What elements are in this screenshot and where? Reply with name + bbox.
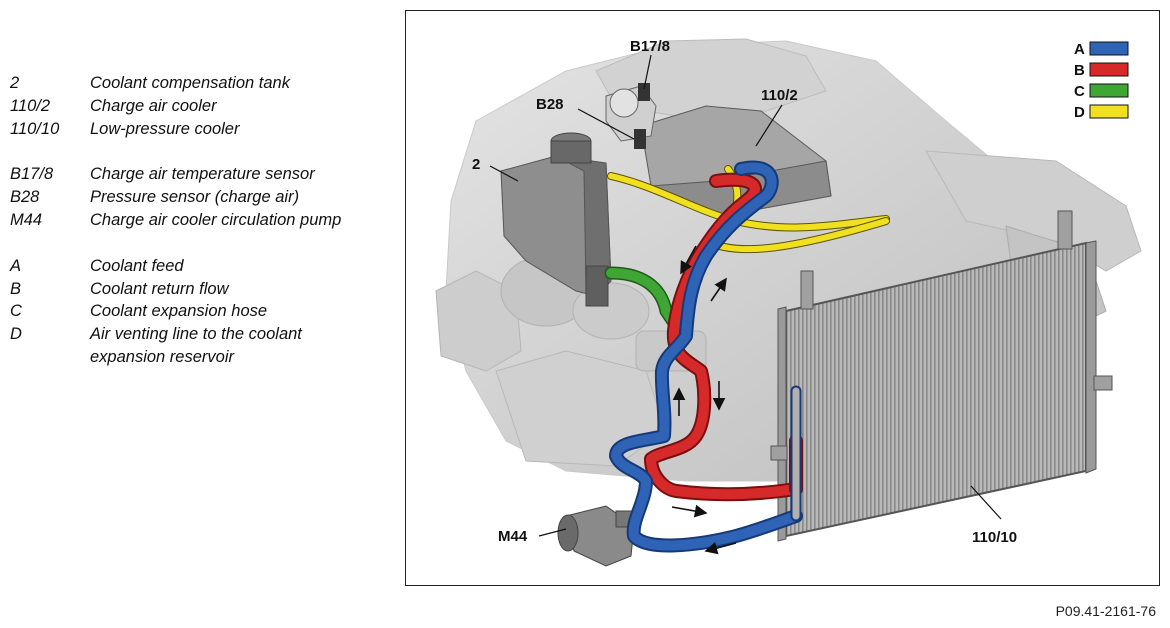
color-key: A B C D bbox=[1074, 41, 1129, 121]
legend-code: A bbox=[10, 256, 22, 275]
key-letter: C bbox=[1074, 83, 1085, 100]
key-swatch-d bbox=[1089, 104, 1129, 119]
legend-desc: Charge air cooler bbox=[90, 96, 217, 115]
legend-desc: Low-pressure cooler bbox=[90, 119, 240, 138]
low-pressure-cooler bbox=[770, 210, 1113, 542]
legend-code: B bbox=[10, 279, 22, 298]
flow-arrows bbox=[671, 245, 737, 555]
legend-desc: Coolant feed bbox=[90, 256, 184, 275]
legend-code: 110/10 bbox=[10, 119, 60, 138]
legend-desc: Pressure sensor (charge air) bbox=[90, 188, 300, 207]
legend-row: C Coolant expansion hose bbox=[10, 300, 370, 323]
legend-desc: Charge air temperature sensor bbox=[90, 165, 315, 184]
legend-code: C bbox=[10, 302, 22, 321]
legend-code: 2 bbox=[10, 74, 20, 92]
key-swatch-a bbox=[1089, 41, 1129, 56]
key-swatch-c bbox=[1089, 83, 1129, 98]
callout-tank: 2 bbox=[472, 156, 480, 173]
coolant-compensation-tank bbox=[500, 132, 612, 307]
legend-code: 110/2 bbox=[10, 96, 51, 115]
callout-b17-8: B17/8 bbox=[630, 38, 670, 55]
legend-row: A Coolant feed bbox=[10, 255, 370, 278]
legend-desc: Charge air cooler circulation pump bbox=[90, 210, 342, 229]
key-letter: D bbox=[1074, 104, 1085, 121]
legend-row: 2 Coolant compensation tank bbox=[10, 72, 370, 95]
key-swatch-b bbox=[1089, 62, 1129, 77]
circulation-pump bbox=[557, 505, 635, 567]
legend-code: B17/8 bbox=[10, 165, 54, 184]
charge-air-cooler bbox=[605, 83, 832, 217]
legend-desc: Air venting line to the coolant expansio… bbox=[90, 325, 302, 366]
legend-row: D Air venting line to the coolant expansi… bbox=[10, 323, 370, 369]
legend-desc: Coolant compensation tank bbox=[90, 74, 290, 92]
leader-lines bbox=[489, 54, 1002, 537]
legend-row: B Coolant return flow bbox=[10, 278, 370, 301]
figure-id: P09.41-2161-76 bbox=[1055, 603, 1156, 619]
callout-110-10: 110/10 bbox=[972, 529, 1017, 546]
hose-expansion bbox=[604, 266, 683, 333]
legend-row: B17/8 Charge air temperature sensor bbox=[10, 163, 370, 186]
legend-desc: Coolant expansion hose bbox=[90, 302, 268, 321]
callout-m44: M44 bbox=[498, 528, 528, 545]
key-letter: A bbox=[1074, 41, 1085, 58]
legend-row: 110/10 Low-pressure cooler bbox=[10, 118, 370, 141]
legend-row: 110/2 Charge air cooler bbox=[10, 95, 370, 118]
key-letter: B bbox=[1074, 62, 1085, 79]
hose-coolant-feed bbox=[609, 160, 803, 553]
legend-code: D bbox=[10, 325, 22, 344]
legend-code: B28 bbox=[10, 188, 40, 207]
callout-b28: B28 bbox=[536, 96, 564, 113]
legend-row: M44 Charge air cooler circulation pump bbox=[10, 209, 370, 232]
diagram-svg: B17/8 B28 110/2 2 M44 110/10 A B C D bbox=[435, 38, 1142, 567]
legend-code: M44 bbox=[10, 210, 43, 229]
coolant-diagram: B17/8 B28 110/2 2 M44 110/10 A B C D bbox=[405, 10, 1160, 586]
legend-desc: Coolant return flow bbox=[90, 279, 229, 298]
callout-labels: B17/8 B28 110/2 2 M44 110/10 bbox=[472, 38, 1017, 546]
legend-row: B28 Pressure sensor (charge air) bbox=[10, 186, 370, 209]
callout-110-2: 110/2 bbox=[761, 87, 798, 104]
